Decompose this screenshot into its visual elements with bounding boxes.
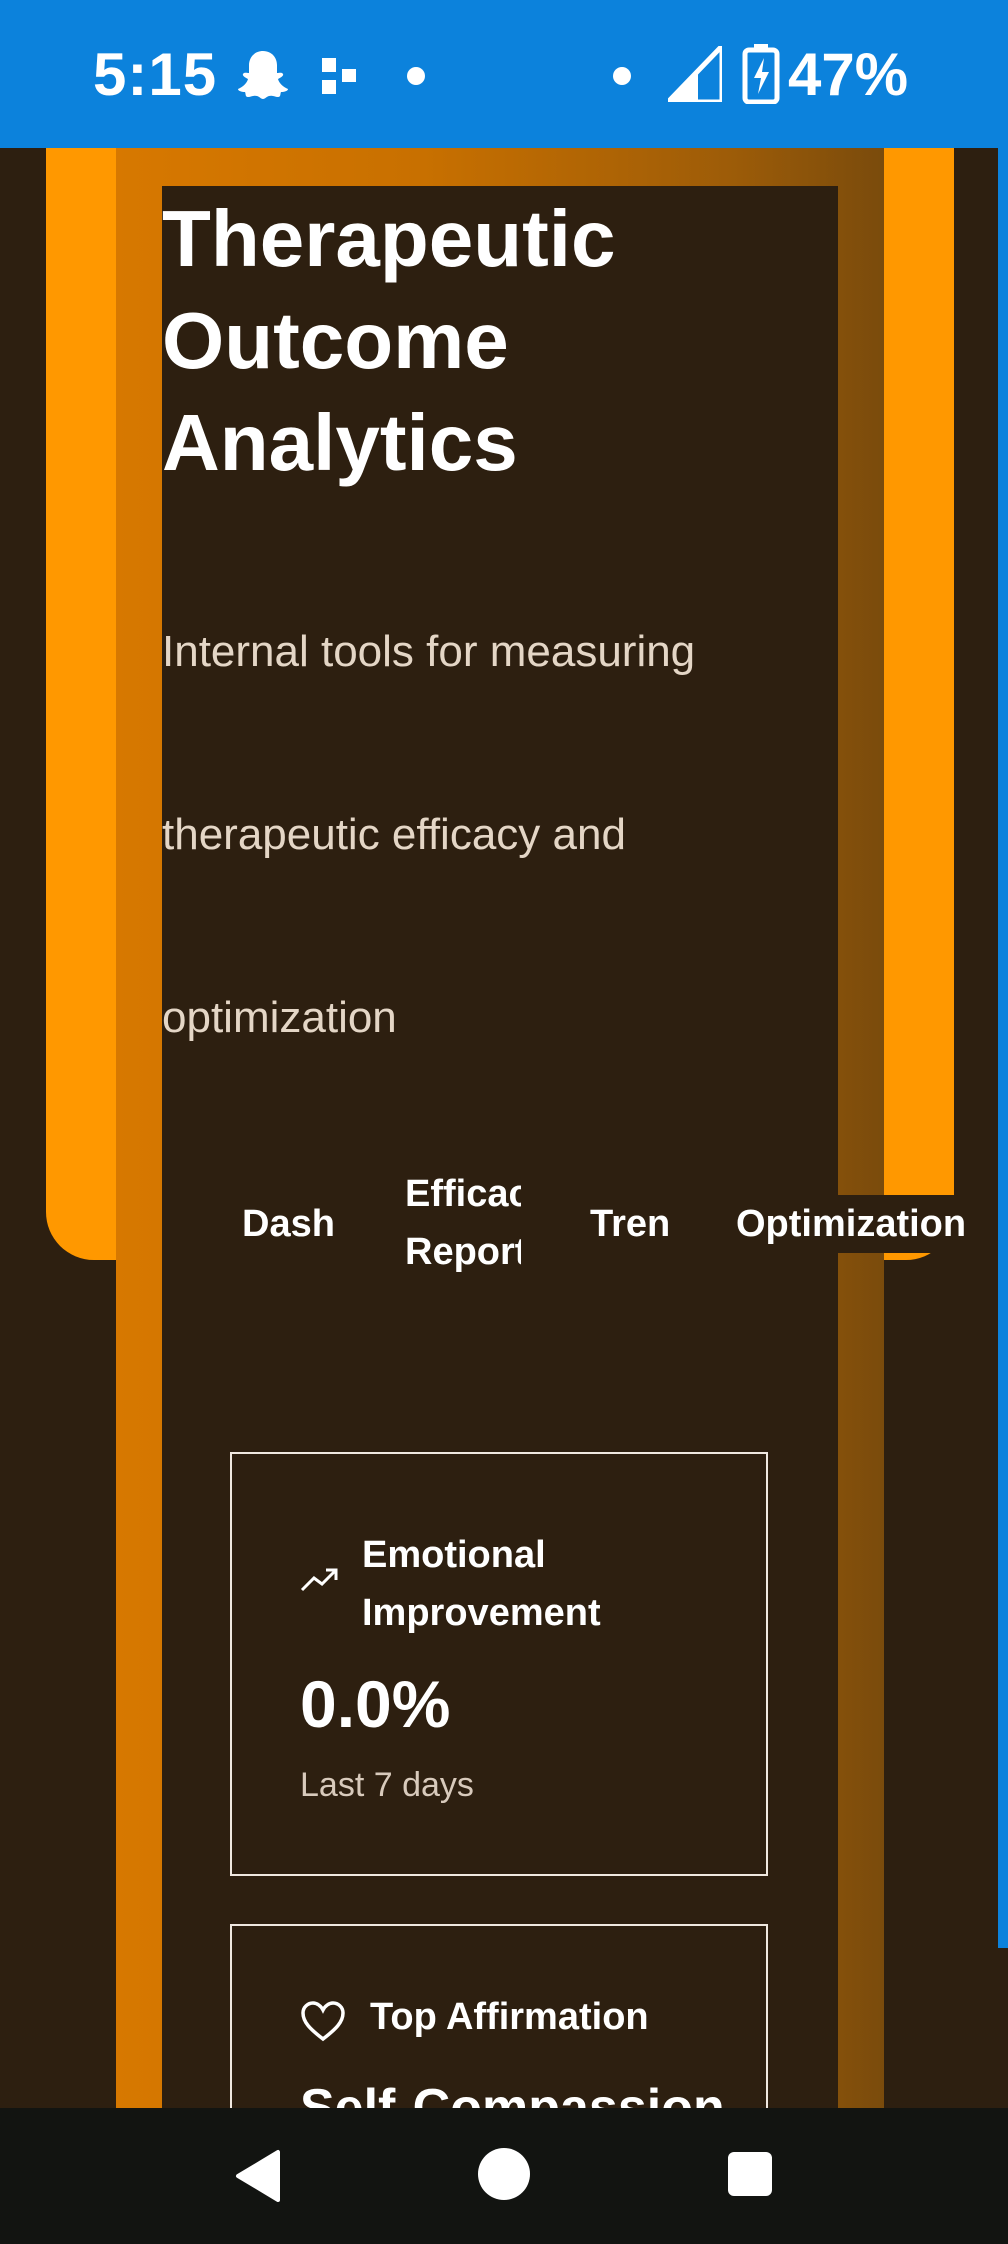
tab-optimization[interactable]: Optimization [724,1195,976,1253]
status-time: 5:15 [93,41,218,108]
signal-icon [668,46,722,102]
card-label: Emotional Improvement [362,1534,601,1634]
recent-apps-icon[interactable] [728,2152,772,2196]
grid-icon [322,58,356,94]
snapchat-ghost-icon [238,51,288,99]
tab-bar: Dashl Efficac Report Tren Optimization [0,1160,1008,1290]
battery-charging-icon [742,44,780,104]
back-icon[interactable] [232,2148,282,2204]
heart-icon [301,2001,345,2042]
tab-trends[interactable]: Tren [590,1203,671,1245]
navigation-bar [0,2108,1008,2244]
card-label: Top Affirmation [370,1996,649,2038]
top-affirmation-card: Top Affirmation Self-Compassion [230,1924,768,2137]
page-title: Therapeutic Outcome Analytics [162,194,616,487]
card-period: Last 7 days [300,1766,474,1804]
dot-icon [407,67,425,85]
home-icon[interactable] [478,2148,530,2200]
dot-icon [613,67,631,85]
status-bar: 5:15 47% [0,0,1008,148]
tab-dashboard[interactable]: Dashl [242,1203,336,1245]
card-value: 0.0% [300,1667,451,1741]
page-subtitle: Internal tools for measuring therapeutic… [162,627,696,1042]
battery-percent: 47% [788,41,909,108]
tab-efficacy-report[interactable]: Efficac Report [405,1173,521,1273]
trending-up-icon [300,1568,338,1592]
emotional-improvement-card: Emotional Improvement 0.0% Last 7 days [230,1452,768,1876]
scrollbar-thumb[interactable] [998,148,1008,1948]
